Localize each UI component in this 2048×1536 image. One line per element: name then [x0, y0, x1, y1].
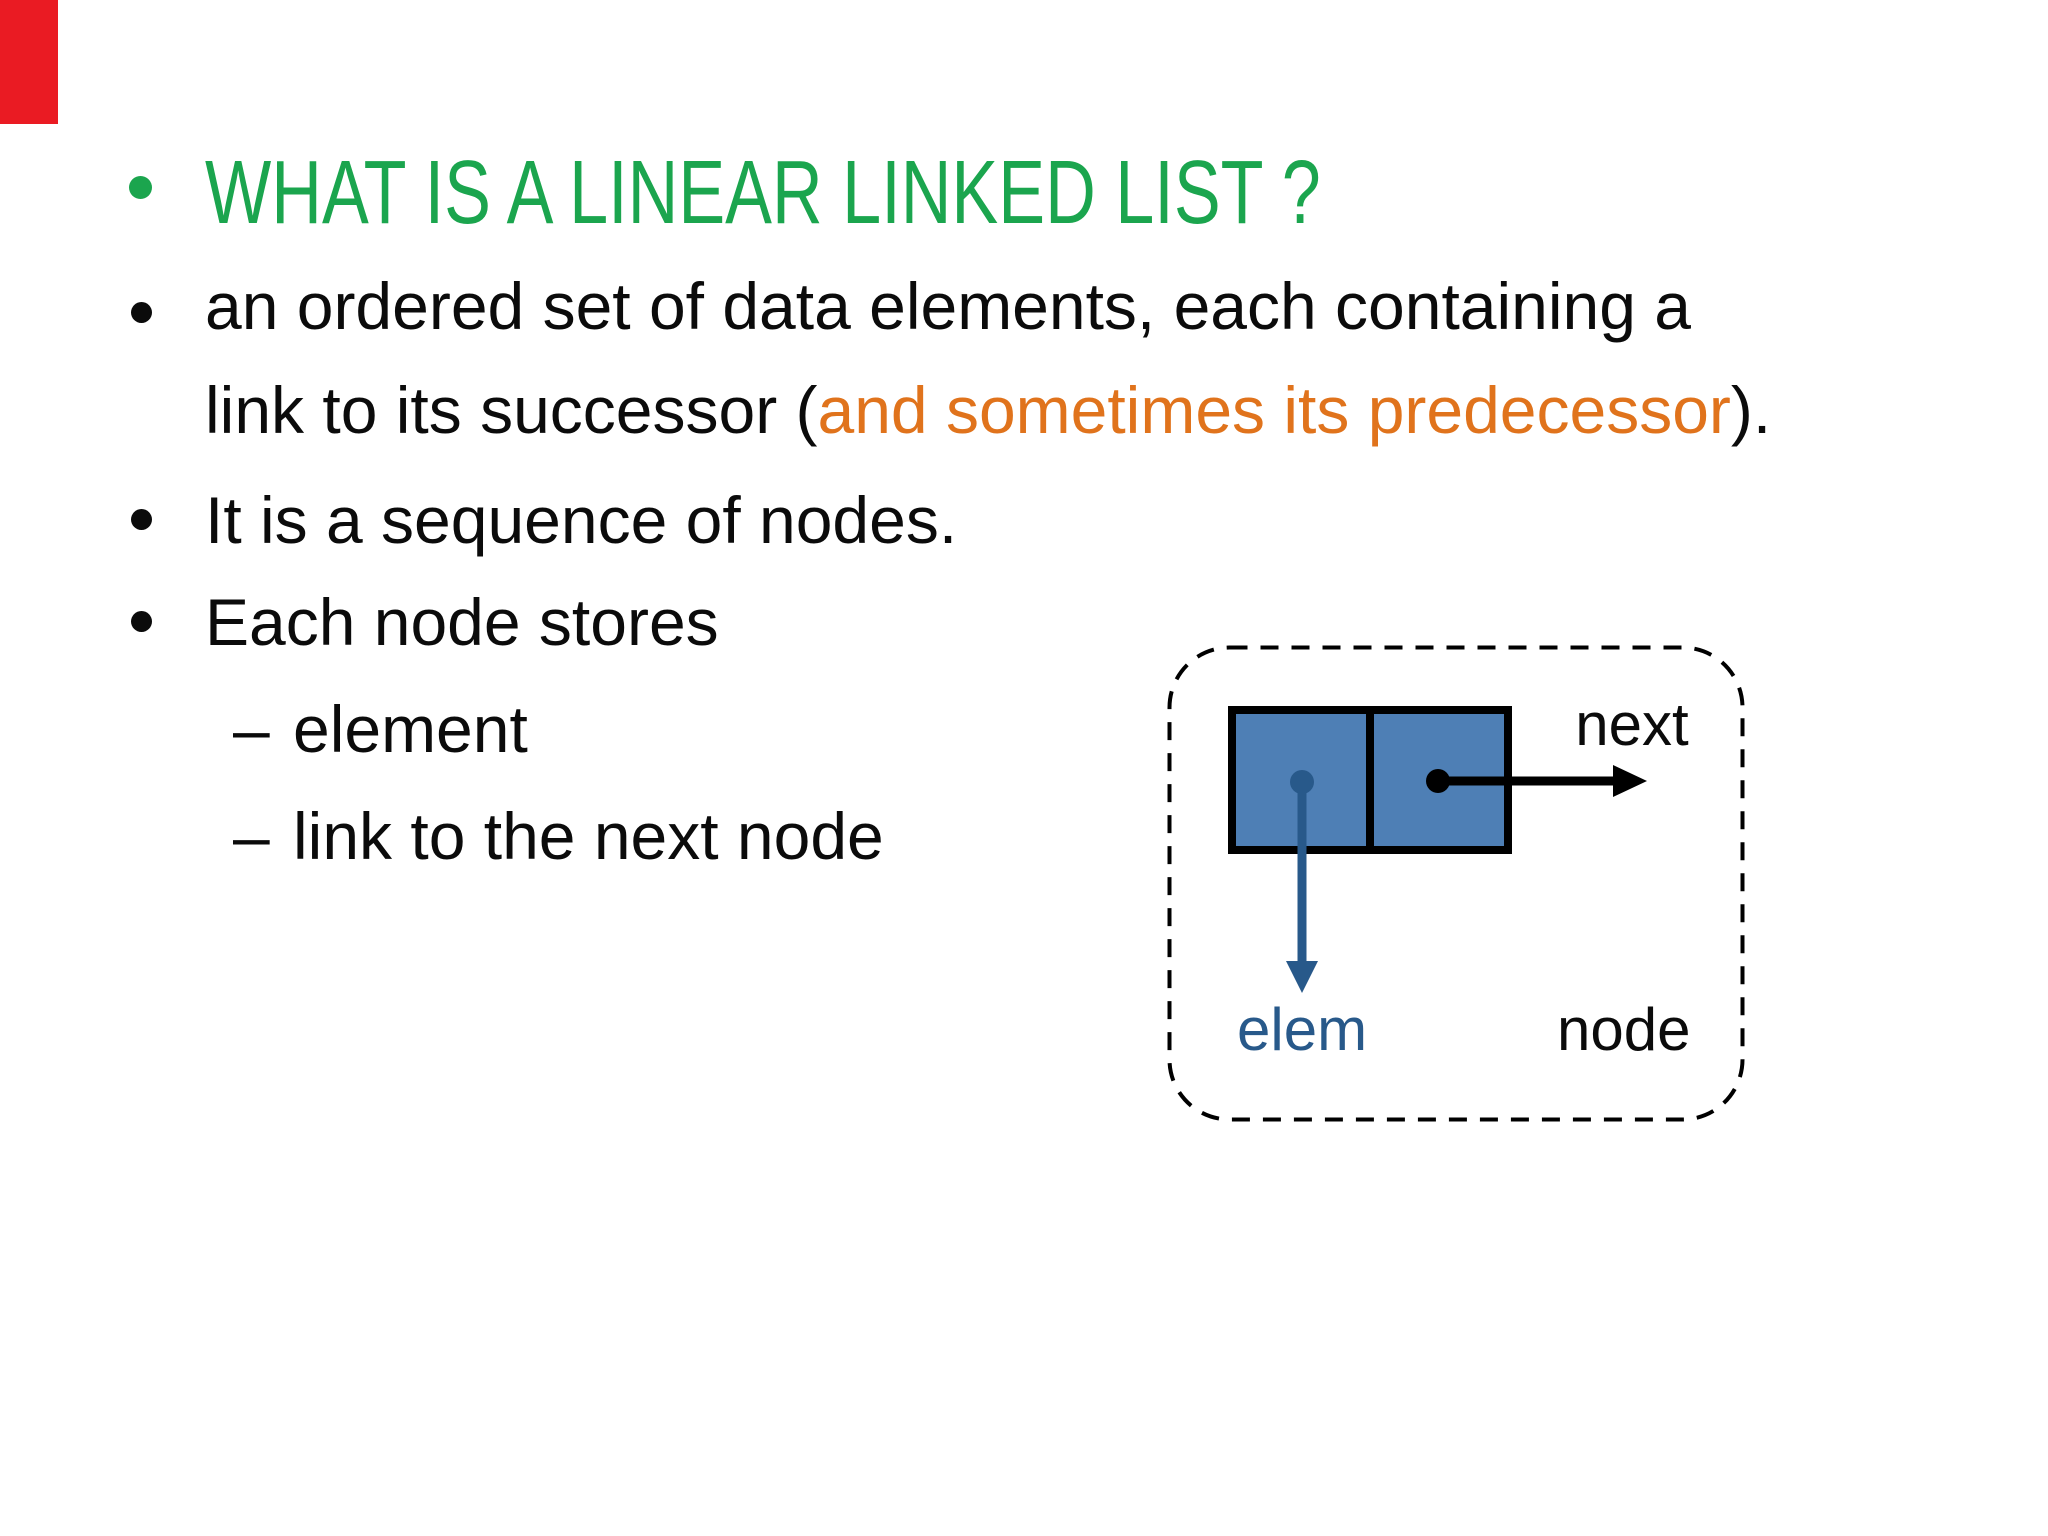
slide-title: WHAT IS A LINEAR LINKED LIST ?: [205, 143, 1321, 243]
node-boundary-dashed-box: [1167, 645, 1745, 1122]
bullet-dot: [131, 302, 152, 323]
bullet-ordered-set: an ordered set of data elements, each co…: [205, 254, 1771, 462]
sub-bullet-link: –link to the next node: [233, 784, 884, 888]
slide-title-scale: WHAT IS A LINEAR LINKED LIST ?: [205, 145, 1321, 252]
bullet-ordered-set-line1: an ordered set of data elements, each co…: [205, 269, 1691, 343]
bullet-dot: [131, 611, 152, 632]
sub-bullet-dash: –: [233, 692, 270, 766]
next-arrow-head: [1613, 765, 1647, 797]
sub-bullet-element: –element: [233, 677, 528, 781]
node-diagram: next elem node: [1167, 645, 1745, 1122]
slide-title-row: WHAT IS A LINEAR LINKED LIST ?: [205, 145, 1636, 252]
elem-field-label: elem: [1237, 996, 1368, 1063]
node-diagram-canvas: [1167, 645, 1745, 1122]
bullet-ordered-set-highlight: and sometimes its predecessor: [817, 373, 1731, 447]
bullet-each-node-text: Each node stores: [205, 585, 719, 659]
sub-bullet-dash: –: [233, 799, 270, 873]
bullet-dot-heading: [129, 176, 152, 199]
bullet-dot: [131, 509, 152, 530]
sub-bullet-element-text: element: [293, 692, 528, 766]
bullet-sequence: It is a sequence of nodes.: [205, 468, 957, 572]
bullet-sequence-text: It is a sequence of nodes.: [205, 483, 958, 557]
node-label: node: [1557, 996, 1691, 1063]
red-marker-bar: [0, 0, 58, 124]
sub-bullet-link-text: link to the next node: [293, 799, 884, 873]
bullet-each-node: Each node stores: [205, 570, 719, 674]
next-field-label: next: [1575, 691, 1689, 758]
elem-arrow-head: [1286, 961, 1318, 993]
bullet-ordered-set-line2-pre: link to its successor (: [205, 373, 818, 447]
bullet-ordered-set-line2-post: ).: [1730, 373, 1772, 447]
